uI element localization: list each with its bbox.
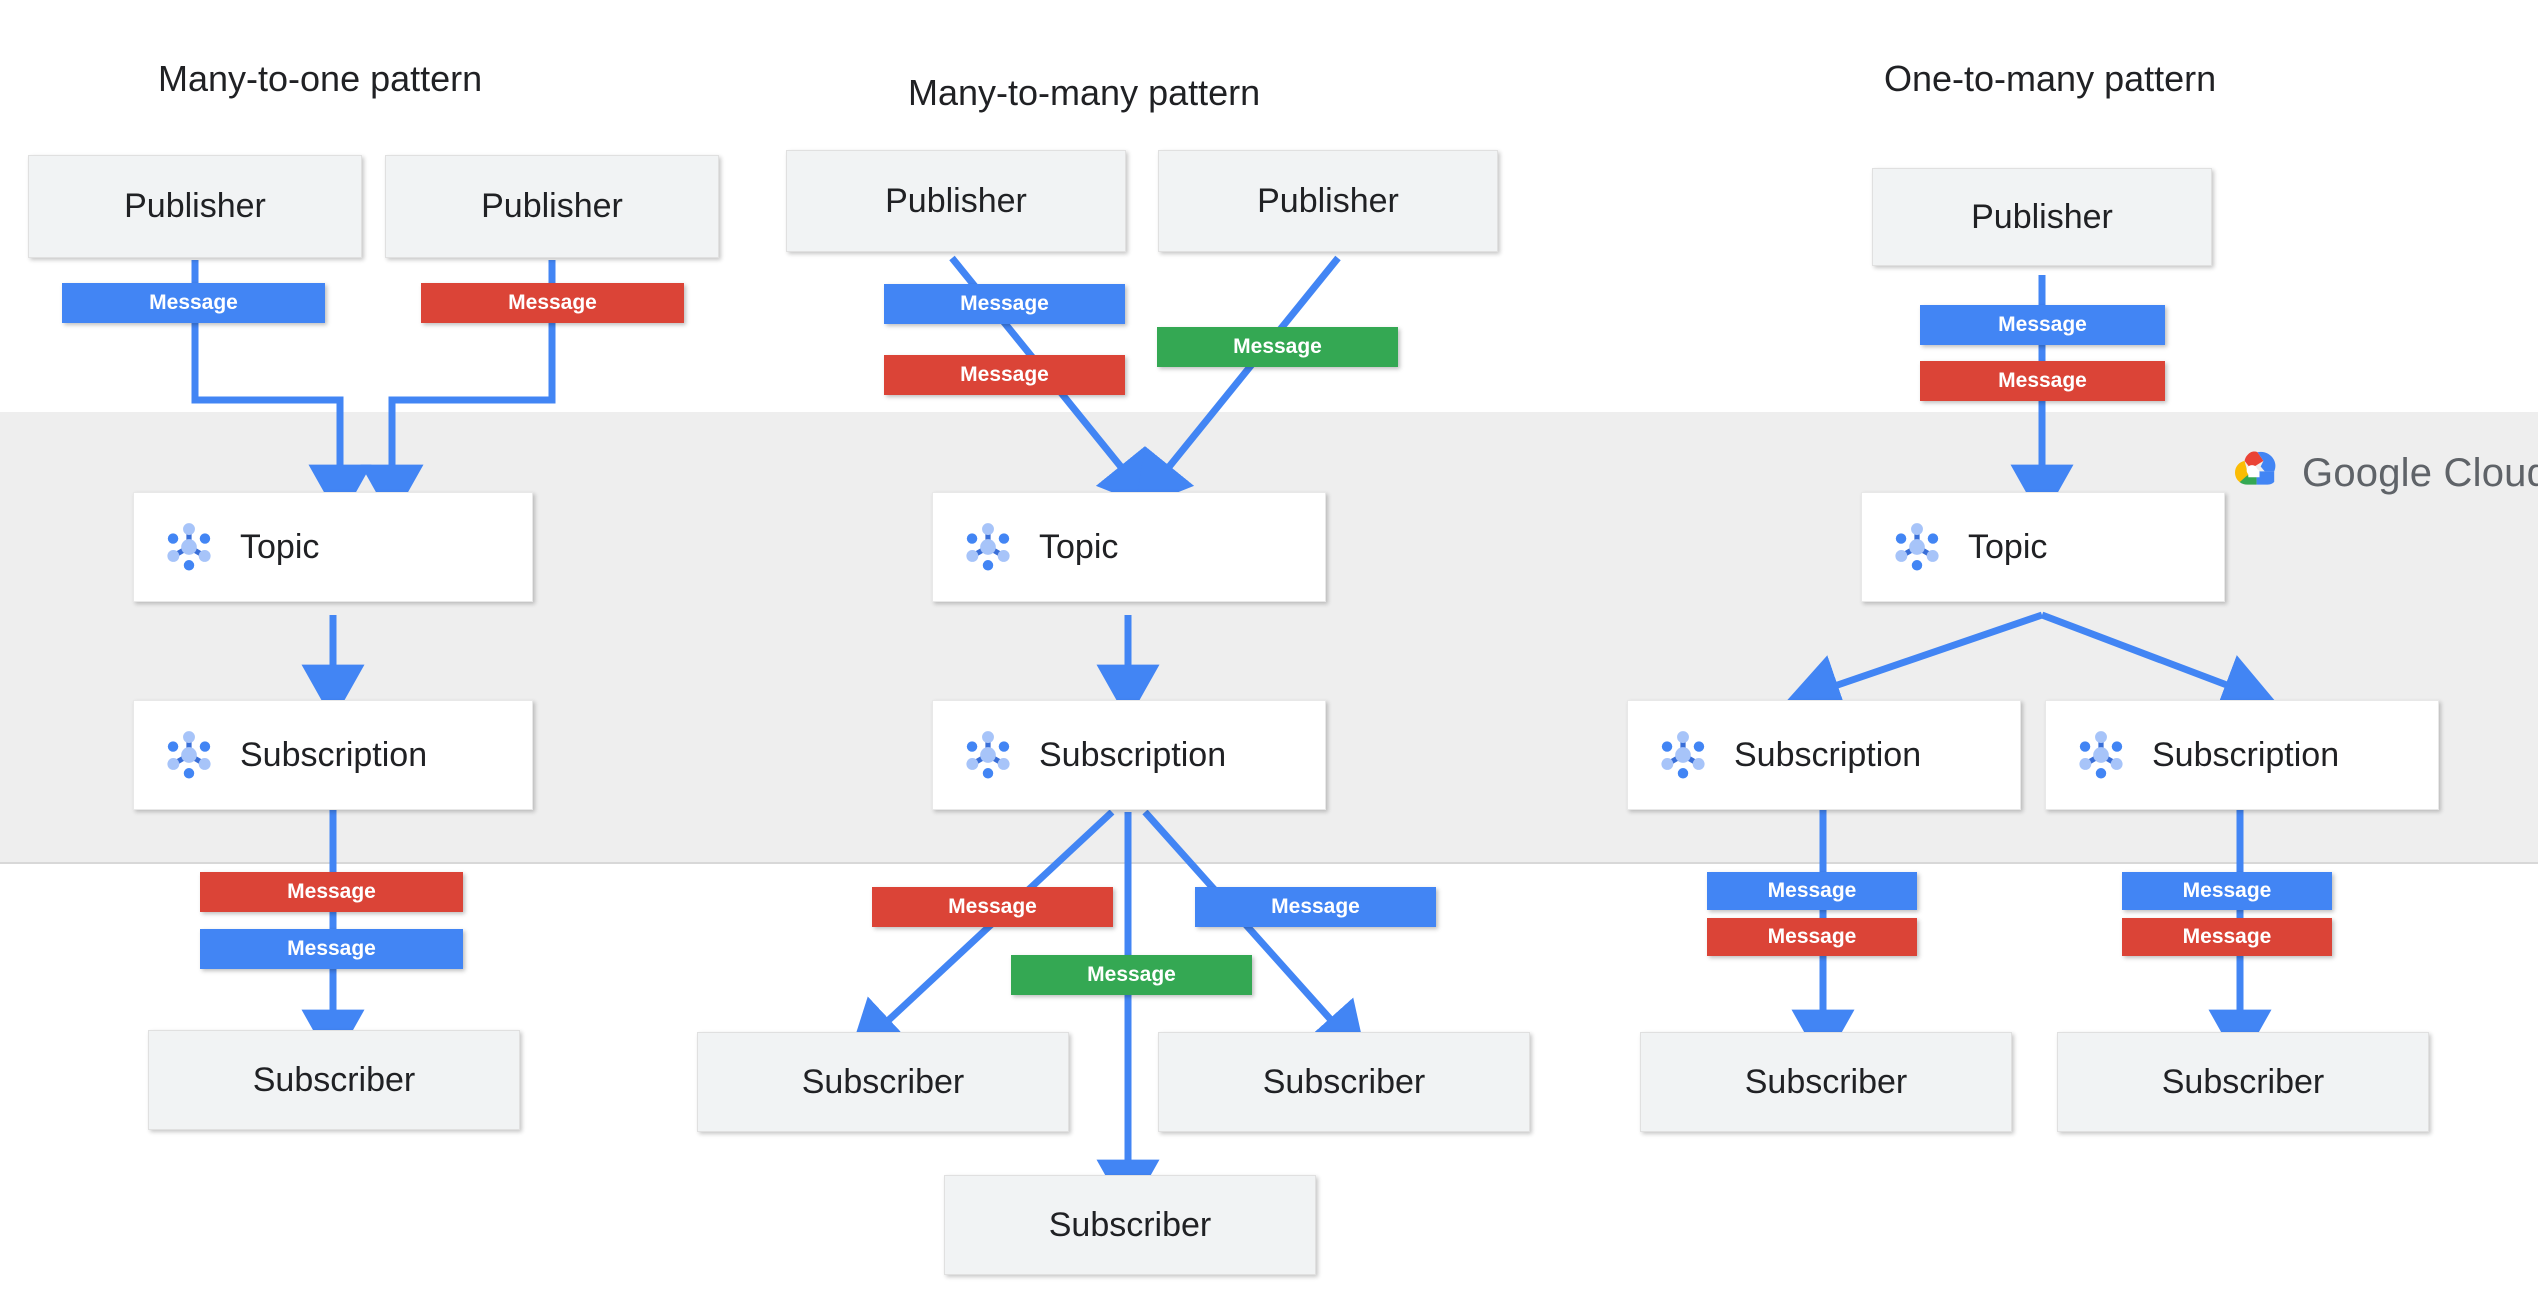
message-chip: Message bbox=[1920, 305, 2165, 345]
subscriber-box[interactable]: Subscriber bbox=[1158, 1032, 1530, 1132]
message-chip: Message bbox=[1195, 887, 1436, 927]
topic-box[interactable]: Topic bbox=[1861, 492, 2225, 602]
pubsub-hub-icon bbox=[1895, 523, 1939, 571]
topic-label: Topic bbox=[1039, 527, 1119, 566]
message-chip: Message bbox=[200, 872, 463, 912]
message-chip: Message bbox=[884, 355, 1125, 395]
message-label: Message bbox=[2182, 879, 2272, 902]
message-label: Message bbox=[1271, 895, 1360, 918]
topic-box[interactable]: Topic bbox=[932, 492, 1326, 602]
pubsub-hub-icon bbox=[167, 523, 211, 571]
message-label: Message bbox=[1998, 313, 2087, 336]
message-chip: Message bbox=[1157, 327, 1398, 367]
google-cloud-wordmark: Google Cloud bbox=[2302, 451, 2538, 496]
wire-o2m-topic-to-subscription-left bbox=[1784, 611, 2044, 715]
topic-label: Topic bbox=[1968, 527, 2048, 566]
message-label: Message bbox=[960, 363, 1049, 386]
subscription-box[interactable]: Subscription bbox=[133, 700, 533, 810]
publisher-box[interactable]: Publisher bbox=[786, 150, 1126, 252]
subscriber-label: Subscriber bbox=[1744, 1062, 1908, 1101]
subscription-box[interactable]: Subscription bbox=[932, 700, 1326, 810]
google-cloud-logo: Google Cloud bbox=[2228, 445, 2538, 501]
publisher-label: Publisher bbox=[481, 187, 623, 225]
wire-m2m-pub2-to-topic bbox=[1134, 255, 1341, 510]
publisher-label: Publisher bbox=[124, 187, 266, 225]
message-label: Message bbox=[149, 291, 238, 314]
wire-o2m-topic-to-subscription-right bbox=[2040, 611, 2278, 715]
publisher-box[interactable]: Publisher bbox=[385, 155, 719, 258]
message-label: Message bbox=[960, 292, 1049, 315]
wire-pub1-to-topic bbox=[191, 260, 372, 521]
message-label: Message bbox=[287, 937, 376, 960]
subscription-label: Subscription bbox=[2152, 735, 2340, 774]
wire-pub2-to-topic bbox=[360, 260, 556, 521]
subscription-label: Subscription bbox=[1039, 735, 1227, 774]
message-label: Message bbox=[948, 895, 1037, 918]
pattern-title-one-to-many: One-to-many pattern bbox=[1884, 58, 2217, 99]
message-chip: Message bbox=[1707, 918, 1917, 956]
message-chip: Message bbox=[62, 283, 325, 323]
message-chip: Message bbox=[1920, 361, 2165, 401]
subscriber-label: Subscriber bbox=[2161, 1062, 2325, 1101]
subscriber-label: Subscriber bbox=[252, 1060, 416, 1099]
subscription-box[interactable]: Subscription bbox=[1627, 700, 2021, 810]
publisher-label: Publisher bbox=[885, 181, 1027, 220]
pubsub-hub-icon bbox=[167, 731, 211, 779]
message-chip: Message bbox=[872, 887, 1113, 927]
subscriber-box[interactable]: Subscriber bbox=[2057, 1032, 2429, 1132]
subscriber-label: Subscriber bbox=[1262, 1062, 1426, 1101]
pubsub-hub-icon bbox=[966, 523, 1010, 571]
message-chip: Message bbox=[200, 929, 463, 969]
subscriber-box[interactable]: Subscriber bbox=[944, 1175, 1316, 1275]
subscription-box[interactable]: Subscription bbox=[2045, 700, 2439, 810]
message-chip: Message bbox=[1011, 955, 1252, 995]
message-label: Message bbox=[1087, 963, 1176, 986]
publisher-box[interactable]: Publisher bbox=[1158, 150, 1498, 252]
publisher-box[interactable]: Publisher bbox=[28, 155, 362, 258]
publisher-box[interactable]: Publisher bbox=[1872, 168, 2212, 266]
message-label: Message bbox=[1998, 369, 2087, 392]
subscription-label: Subscription bbox=[1734, 735, 1922, 774]
message-label: Message bbox=[1767, 925, 1857, 948]
message-label: Message bbox=[2182, 925, 2272, 948]
subscription-label: Subscription bbox=[240, 735, 428, 774]
message-chip: Message bbox=[421, 283, 684, 323]
message-chip: Message bbox=[2122, 872, 2332, 910]
pubsub-hub-icon bbox=[1661, 731, 1705, 779]
message-label: Message bbox=[508, 291, 597, 314]
message-label: Message bbox=[287, 880, 376, 903]
message-label: Message bbox=[1233, 335, 1322, 358]
pattern-title-many-to-many: Many-to-many pattern bbox=[908, 72, 1261, 113]
message-chip: Message bbox=[884, 284, 1125, 324]
publisher-label: Publisher bbox=[1971, 197, 2113, 236]
logo-word-google: Google bbox=[2302, 450, 2433, 495]
subscriber-box[interactable]: Subscriber bbox=[1640, 1032, 2012, 1132]
subscriber-box[interactable]: Subscriber bbox=[697, 1032, 1069, 1132]
pattern-title-many-to-one: Many-to-one pattern bbox=[158, 58, 483, 99]
pubsub-hub-icon bbox=[966, 731, 1010, 779]
topic-box[interactable]: Topic bbox=[133, 492, 533, 602]
message-chip: Message bbox=[1707, 872, 1917, 910]
google-cloud-logo-icon bbox=[2235, 451, 2276, 485]
subscriber-label: Subscriber bbox=[1048, 1205, 1212, 1244]
message-chip: Message bbox=[2122, 918, 2332, 956]
subscriber-label: Subscriber bbox=[801, 1062, 965, 1101]
subscriber-box[interactable]: Subscriber bbox=[148, 1030, 520, 1130]
logo-word-cloud: Cloud bbox=[2443, 450, 2538, 495]
pubsub-hub-icon bbox=[2079, 731, 2123, 779]
topic-label: Topic bbox=[240, 527, 320, 566]
message-label: Message bbox=[1767, 879, 1857, 902]
publisher-label: Publisher bbox=[1257, 181, 1399, 220]
